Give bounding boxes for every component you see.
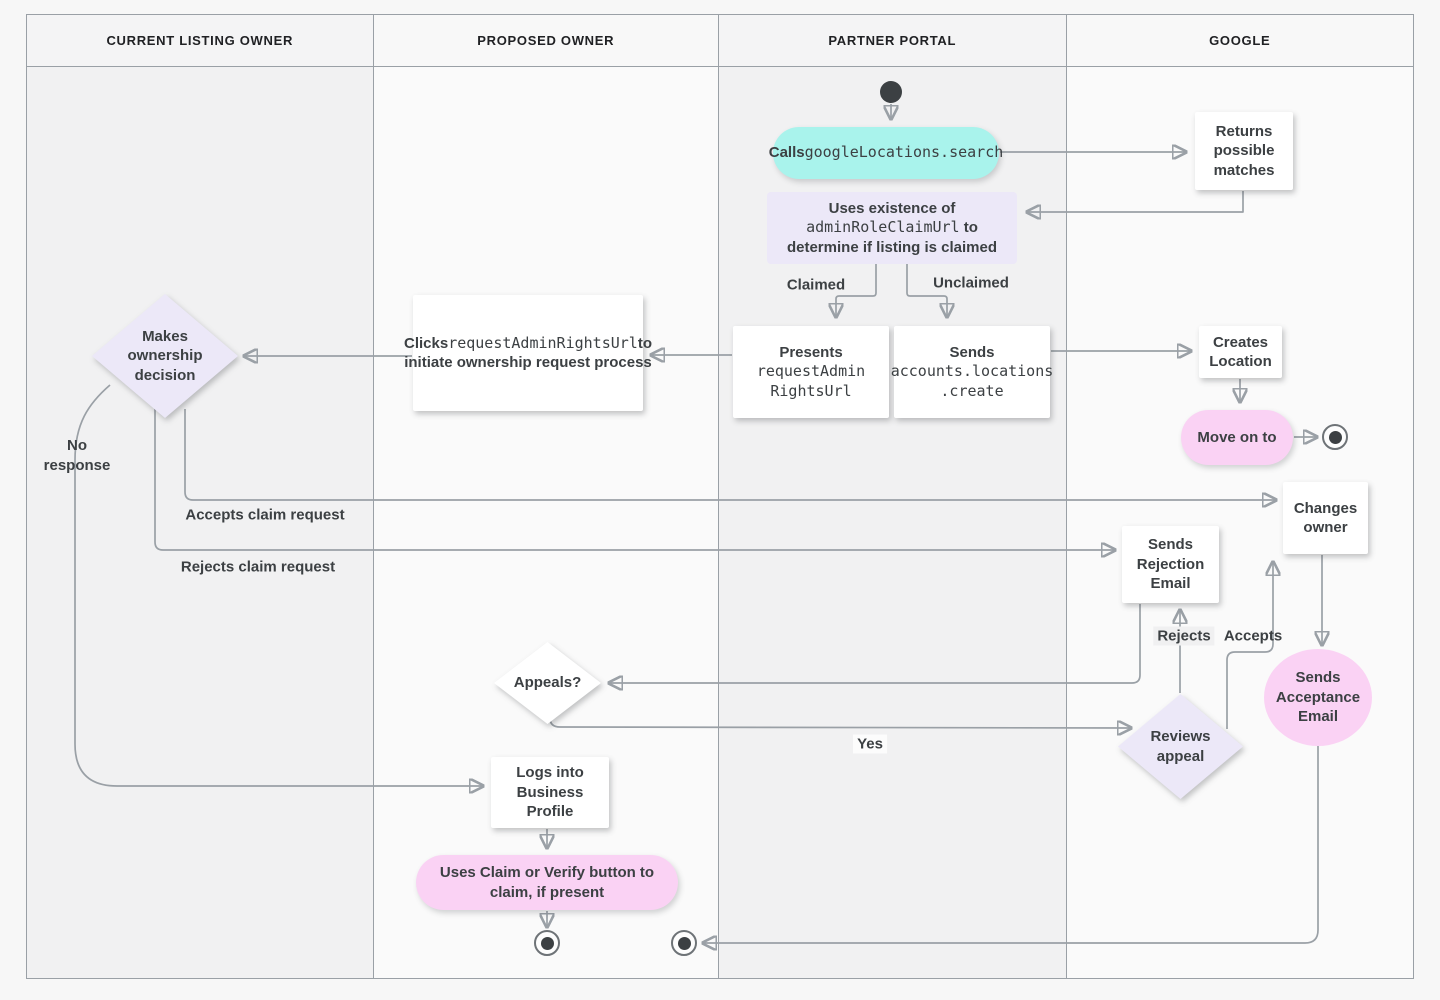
edge-label-accepts-claim-request: Accepts claim request: [185, 506, 345, 524]
node-title: Calls: [768, 144, 805, 162]
edge-label-rejects: Rejects: [1153, 626, 1215, 646]
lane-header-current-listing-owner: CURRENT LISTING OWNER: [27, 15, 373, 67]
node-text: Appeals?: [513, 674, 582, 692]
lane-current-listing-owner: CURRENT LISTING OWNER: [27, 15, 374, 978]
lane-header-proposed-owner: PROPOSED OWNER: [373, 15, 718, 67]
node-sends-acceptance-email: Sends Acceptance Email: [1264, 649, 1372, 746]
code-accounts-locations-create: accounts.locations .create: [890, 362, 1054, 400]
end-node-acceptance: [671, 930, 697, 956]
node-text: Reviews appeal: [1150, 728, 1211, 765]
decision-makes-ownership-decision: Makes ownership decision: [92, 294, 238, 418]
edge-label-claimed: Claimed: [786, 276, 846, 294]
end-node-dot: [1328, 430, 1342, 444]
node-uses-existence-admin-role-claim-url: Uses existence of adminRoleClaimUrl to d…: [767, 192, 1017, 264]
decision-appeals: Appeals?: [494, 642, 601, 724]
decision-reviews-appeal: Reviews appeal: [1118, 694, 1243, 799]
end-node-dot: [540, 936, 554, 950]
node-title: Presents: [779, 343, 843, 361]
node-text: Uses existence of: [828, 199, 956, 217]
code-google-locations-search: googleLocations.search: [804, 143, 1004, 162]
edge-label-no-response: No response: [43, 436, 111, 474]
code-admin-role-claim-url: adminRoleClaimUrl: [806, 218, 960, 237]
node-text: Uses Claim or Verify button to claim, if…: [439, 864, 655, 901]
lane-proposed-owner: PROPOSED OWNER: [373, 15, 719, 978]
node-logs-into-business-profile: Logs into Business Profile: [491, 757, 609, 828]
node-title: Clicks: [403, 334, 449, 352]
node-uses-claim-or-verify-button: Uses Claim or Verify button to claim, if…: [416, 855, 678, 910]
node-text: Returns possible matches: [1213, 122, 1275, 179]
start-node: [880, 81, 902, 103]
node-text: Move on to: [1197, 428, 1277, 446]
node-title: Sends: [949, 343, 995, 361]
lane-header-partner-portal: PARTNER PORTAL: [719, 15, 1066, 67]
node-text: Sends Rejection Email: [1136, 536, 1205, 593]
edge-label-rejects-claim-request: Rejects claim request: [180, 558, 336, 576]
node-move-on-to: Move on to: [1181, 410, 1293, 465]
node-calls-google-locations-search: CallsgoogleLocations.search: [769, 127, 1003, 179]
end-node-move-on: [1322, 424, 1348, 450]
node-text: Sends Acceptance Email: [1275, 669, 1361, 726]
node-text: Makes ownership decision: [127, 327, 203, 384]
code-request-admin-rights-url: requestAdmin RightsUrl: [756, 362, 866, 400]
node-text: to initiate ownership request process: [404, 334, 653, 372]
node-changes-owner: Changes owner: [1283, 482, 1368, 554]
end-node-dot: [677, 936, 691, 950]
node-text: to determine if listing is claimed: [786, 219, 998, 256]
edge-label-unclaimed: Unclaimed: [933, 274, 1009, 292]
node-text: Logs into Business Profile: [516, 764, 584, 821]
lane-header-google: GOOGLE: [1066, 15, 1413, 67]
node-returns-possible-matches: Returns possible matches: [1195, 112, 1293, 190]
node-text: Creates Location: [1209, 333, 1272, 371]
node-clicks-request-admin-rights-url: ClicksrequestAdminRightsUrlto initiate o…: [404, 295, 652, 411]
end-node-claim: [534, 930, 560, 956]
node-creates-location: Creates Location: [1199, 326, 1282, 378]
code-request-admin-rights-url: requestAdminRightsUrl: [448, 333, 638, 352]
edge-label-accepts: Accepts: [1223, 627, 1283, 645]
edge-label-yes: Yes: [853, 734, 887, 754]
node-sends-rejection-email: Sends Rejection Email: [1122, 526, 1219, 603]
node-text: Changes owner: [1293, 499, 1358, 537]
